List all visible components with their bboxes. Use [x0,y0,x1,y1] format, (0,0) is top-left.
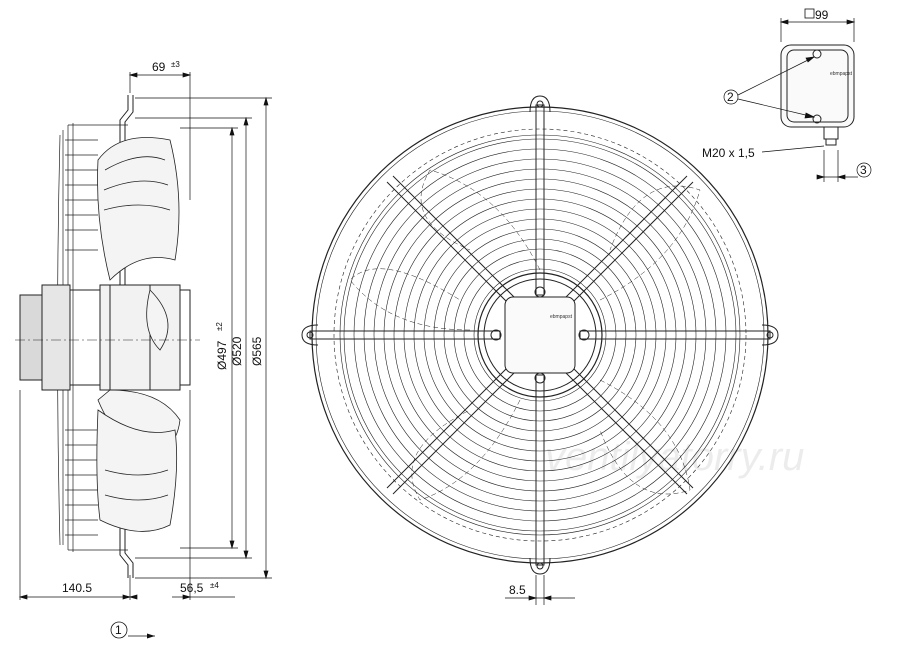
guard-struts [309,104,771,566]
motor-hub-side [19,284,191,391]
flange-offset-label: 56,5 [180,581,204,595]
mounting-lugs [301,95,779,575]
gland-callout-number: 3 [860,163,867,177]
outer-diameter-label: Ø565 [250,336,264,366]
side-view [15,95,200,578]
inner-diameter-label: Ø497 [215,340,229,370]
airflow-callout [110,621,155,639]
box-width-square-symbol [804,8,815,19]
blade-outlines [349,169,701,501]
screws-callout-number: 2 [727,90,734,104]
venturi-ring [333,128,747,542]
box-width-label: 99 [815,8,829,22]
screws-callout [723,56,816,119]
guard-rings [339,134,741,536]
slot-width-dimension [505,575,575,605]
hub-logo: ebmpapst [550,314,573,320]
side-dimensions [18,72,272,600]
watermark: ventilyatorry.ru [545,435,804,479]
hub-offset-label: 140.5 [62,581,92,595]
hub-front [477,272,603,398]
front-view [301,95,779,575]
cable-gland-label: M20 x 1,5 [702,146,755,160]
inner-diameter-tolerance: ±2 [215,322,224,331]
terminal-box-detail [780,44,855,146]
terminal-box-logo: ebmpapst [830,71,853,77]
gland-callout [761,145,872,182]
airflow-callout-number: 1 [115,623,122,637]
venturi-diameter-label: Ø520 [230,336,244,366]
box-width-dimension [779,18,856,42]
axial-depth-tolerance: ±3 [171,60,180,69]
guard-grille-side [57,123,128,552]
blades-side [96,137,181,532]
axial-depth-label: 69 [152,60,166,74]
slot-width-label: 8.5 [509,583,526,597]
flange-offset-tolerance: ±4 [210,581,219,590]
